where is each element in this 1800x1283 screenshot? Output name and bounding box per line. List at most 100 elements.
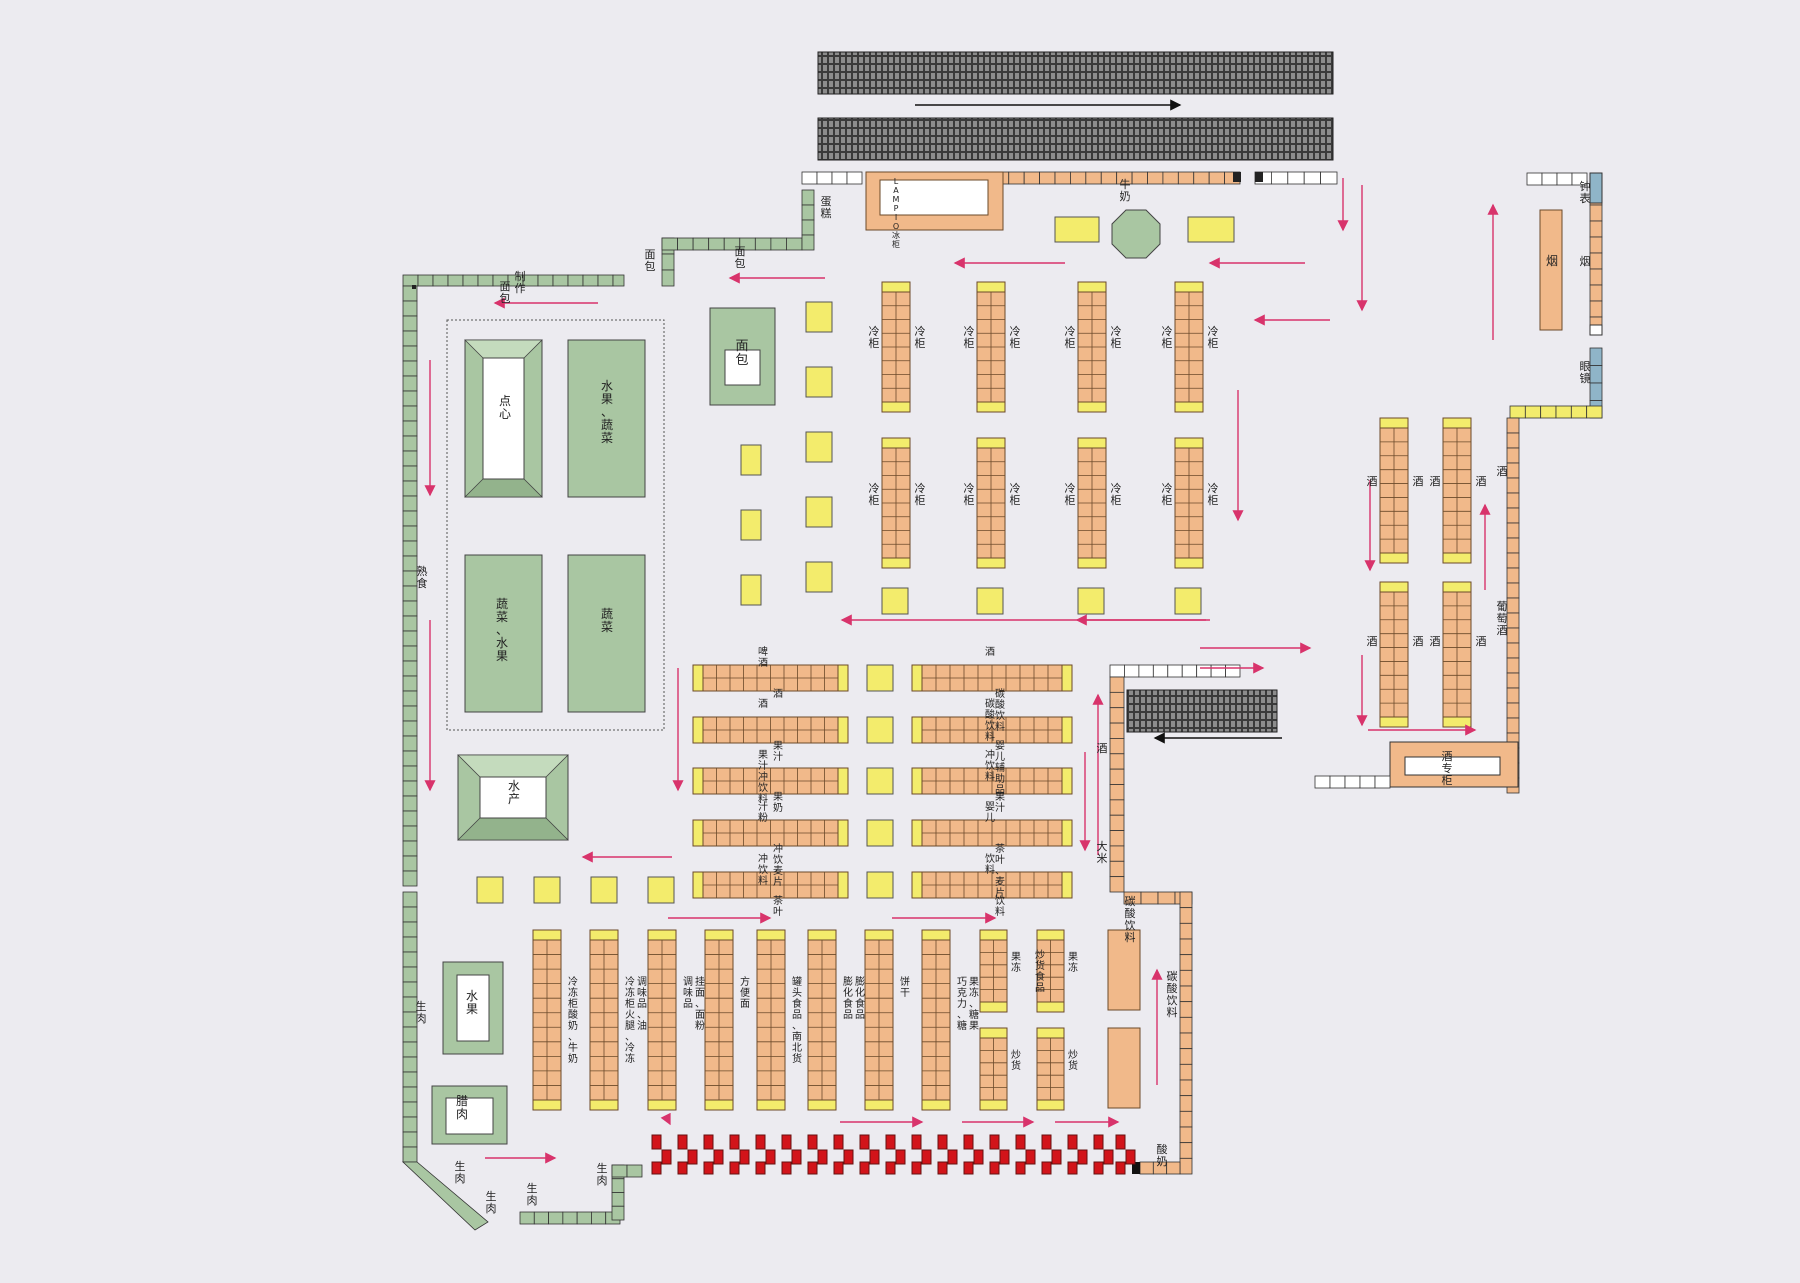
wall-rice <box>1109 676 1125 893</box>
wine-rack-lower-0 <box>1379 581 1409 728</box>
aisle-shelf-left-3-end <box>692 819 704 847</box>
entry-cells-left-cell <box>846 171 863 185</box>
wall-rice-cell <box>1109 753 1125 770</box>
checkout-counter <box>703 1161 714 1175</box>
snack-shelf-2 <box>979 1027 1008 1111</box>
label-grocery-shelf: 巧克力、糖 <box>957 977 967 1032</box>
wine-wall-cell <box>1506 552 1520 569</box>
label-bread-made: 制作 <box>515 270 526 295</box>
label-frozen-cabinet: 冷柜 <box>964 325 975 350</box>
grocery-shelf-3-end <box>704 929 734 941</box>
checkout-counter <box>677 1161 688 1175</box>
wall-bottom-c <box>611 1164 643 1178</box>
wall-left-upper-cell <box>402 525 418 542</box>
aisle-shelf-right-0-end <box>911 664 923 692</box>
wall-left-upper-cell <box>402 600 418 617</box>
wine-wall-cell <box>1506 717 1520 734</box>
entry-cells-left-cell <box>801 171 818 185</box>
checkout-counter <box>869 1149 880 1165</box>
wall-rice-cell <box>1109 876 1125 893</box>
checkout-counter <box>781 1161 792 1175</box>
shelving-units <box>532 171 1563 1111</box>
checkout-counter <box>963 1161 974 1175</box>
entry-cells-right <box>1254 171 1338 185</box>
label-grocery-shelf: 果冻、糖果 <box>969 976 979 1032</box>
checkout-counter <box>859 1134 870 1150</box>
flow-arrow-23 <box>660 1112 671 1126</box>
wall-left-upper-cell <box>402 495 418 512</box>
wall-rice-cell <box>1109 738 1125 755</box>
label-wine-rack: 酒 <box>1430 635 1441 648</box>
label-frozen-cabinet: 冷柜 <box>964 482 975 507</box>
checkout-counter <box>1125 1149 1136 1165</box>
label-raw-meat: 生肉 <box>527 1181 538 1207</box>
wall-drink-right-cell <box>1179 1095 1193 1112</box>
label-frozen-cabinet: 冷柜 <box>1162 482 1173 507</box>
wall-marker <box>412 285 416 289</box>
wine-wall-cell <box>1506 612 1520 629</box>
wine-wall-cell <box>1506 672 1520 689</box>
wall-glasses-bottom-cell <box>1570 405 1588 419</box>
aisle-shelf-left-3-end <box>837 819 849 847</box>
frozen-cabinet-upper-3 <box>1174 281 1204 413</box>
exit-cells-right <box>1314 775 1391 789</box>
wall-rice-cell <box>1109 691 1125 709</box>
wall-top-left-cell <box>552 274 569 287</box>
label-aisle-shelf: 酒 <box>758 698 768 710</box>
wall-top-shelf-cell <box>1054 171 1071 185</box>
wall-drink-right-cell <box>1179 1157 1193 1175</box>
wall-left-lower-cell <box>402 1056 418 1073</box>
promo-stand <box>866 819 894 847</box>
aisle-shelf-left-4-end <box>692 871 704 899</box>
checkout-lane-11 <box>937 1134 958 1175</box>
checkout-counter <box>1041 1161 1052 1175</box>
checkout-lane-14 <box>1015 1134 1036 1175</box>
label-frozen-cabinet: 冷柜 <box>1010 325 1021 350</box>
wine-rack-lower-1-end <box>1442 581 1472 593</box>
wine-wall-cell <box>1506 447 1520 464</box>
watch-wall-cell <box>1589 268 1603 286</box>
wall-top-shelf-cell <box>1023 171 1040 185</box>
wall-top-shelf-cell <box>1162 171 1179 185</box>
checkout-counter <box>1067 1134 1078 1150</box>
wall-rice-cell <box>1109 707 1125 724</box>
frozen-cabinet-lower-0-end <box>881 437 911 449</box>
checkout-lane-2 <box>703 1134 724 1175</box>
checkout-lanes <box>651 1134 1136 1175</box>
frozen-cabinet-upper-3-end <box>1174 281 1204 293</box>
liquor-counter-inner <box>1404 756 1501 776</box>
wall-left-upper-cell <box>402 390 418 407</box>
wall-step-b-cell <box>692 237 710 251</box>
checkout-counter <box>677 1134 688 1150</box>
wine-wall <box>1506 417 1520 794</box>
exit-cells-cell <box>1109 664 1125 678</box>
wall-drink-right-cell <box>1179 1001 1193 1018</box>
checkout-counter <box>1093 1161 1104 1175</box>
wall-drink-right-cell <box>1179 1032 1193 1050</box>
checkout-lane-0 <box>651 1134 672 1175</box>
wall-top-left-cell <box>447 274 464 287</box>
label-milk: 牛奶 <box>1120 177 1131 203</box>
checkout-counter <box>885 1161 896 1175</box>
watch-wall-cell <box>1589 220 1603 238</box>
wine-wall-cell <box>1506 567 1520 584</box>
frozen-cabinet-upper-0-end <box>881 281 911 293</box>
label-aisle-shelf: 碳酸饮料 <box>995 687 1005 733</box>
label-veg-fruit: 蔬菜、水果 <box>496 597 508 663</box>
wall-bottom-b-cell <box>611 1178 625 1193</box>
label-frozen-cabinet: 冷柜 <box>1010 482 1021 507</box>
wall-left-lower-cell <box>402 1101 418 1118</box>
label-aisle-shelf: 果汁 <box>773 740 783 763</box>
wall-left-upper-cell <box>402 855 418 872</box>
promo-stand <box>866 871 894 899</box>
label-dim-sum: 点心 <box>499 394 511 421</box>
lamp-freezer-inner <box>879 179 989 216</box>
checkout-counter <box>1015 1161 1026 1175</box>
wall-left-upper-cell <box>402 360 418 377</box>
grocery-shelf-3-end <box>704 1099 734 1111</box>
wall-step-c <box>801 189 815 251</box>
wall-drink-right-cell <box>1179 985 1193 1003</box>
wall-corner-a-cell <box>612 274 625 287</box>
wall-corner-a <box>612 274 625 287</box>
